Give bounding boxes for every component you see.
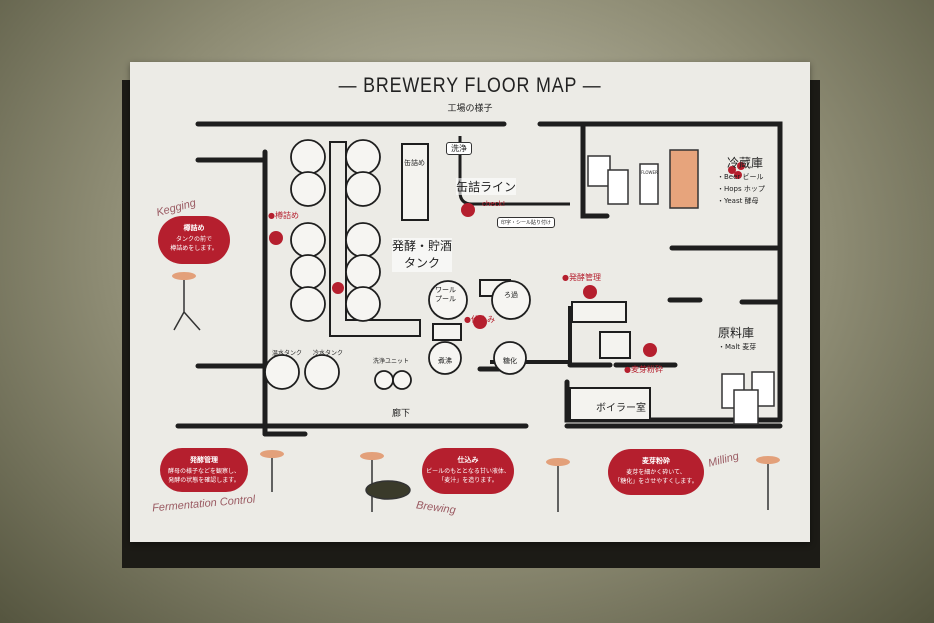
- wash-unit-label: 洗浄ユニット: [373, 358, 410, 365]
- bubble-line: 「麦汁」を造ります。: [438, 477, 498, 484]
- milling-marker: ●麦芽粉砕: [624, 365, 663, 374]
- mash-label: 糖化: [503, 357, 517, 365]
- bubble-line: 麦芽を細かく砕いて、: [626, 469, 686, 476]
- bubble-title: 発酵管理: [190, 456, 218, 464]
- brewing-marker: ●仕込み: [464, 315, 495, 324]
- bubble-title: 仕込み: [457, 456, 479, 464]
- fridge-item-hops: ・Hops ホップ: [717, 185, 765, 193]
- staff-markers: [269, 162, 745, 357]
- wash-label: 洗浄: [446, 142, 472, 155]
- milling-bubble: 麦芽粉砕麦芽を細かく砕いて、「糖化」をさせやすくします。: [608, 449, 704, 495]
- canning-line-label: 缶詰ライン: [456, 178, 517, 195]
- bubble-line: 発酵の状態を確認します。: [168, 477, 240, 484]
- bubble-line: 酵母の様子などを観察し、: [167, 468, 240, 475]
- boil-label: 煮沸: [438, 357, 452, 365]
- canning-label: 缶詰め: [404, 159, 425, 167]
- boiler-room-label: ボイラー室: [596, 403, 646, 414]
- fermentation-bubble: 発酵管理酵母の様子などを観察し、発酵の状態を確認します。: [160, 448, 248, 492]
- storage-item: ・Malt 麦芽: [718, 343, 757, 351]
- can-brand: FLOWER: [641, 170, 658, 175]
- page-title: — BREWERY FLOOR MAP —: [338, 74, 602, 97]
- hot-tank-label: 温水タンク: [272, 350, 303, 357]
- tanks-label-line: タンク: [404, 256, 441, 270]
- page-subtitle: 工場の様子: [447, 104, 493, 114]
- cold-tank-label: 冷水タンク: [313, 350, 344, 357]
- floor-map-board: — BREWERY FLOOR MAP — 工場の様子 洗浄 缶詰め 缶詰ライン…: [130, 62, 810, 542]
- print-label: 印字・シール貼り付け: [497, 217, 556, 228]
- bubble-line: 「糖化」をさせやすくします。: [614, 478, 698, 485]
- fermentation-marker: ●発酵管理: [562, 273, 601, 282]
- fridge-title: 冷蔵庫: [727, 156, 764, 170]
- whirlpool-line: ワール: [435, 286, 456, 294]
- kegging-bubble-line: 樽詰めをします。: [170, 245, 218, 252]
- filter-label: ろ過: [504, 291, 518, 299]
- tanks-label: 発酵・貯酒タンク: [392, 238, 453, 272]
- check-label: check!: [482, 200, 506, 208]
- whirlpool-line: プール: [435, 295, 456, 303]
- tanks-label-line: 発酵・貯酒: [392, 239, 453, 253]
- kegging-bubble: 樽詰めタンクの前で樽詰めをします。: [158, 216, 230, 264]
- fridge-item-yeast: ・Yeast 酵母: [717, 197, 759, 205]
- kegging-bubble-title: 樽詰め: [183, 224, 205, 232]
- corridor-label: 廊下: [392, 409, 411, 419]
- brewing-bubble: 仕込みビールのもととなる甘い液体、「麦汁」を造ります。: [422, 448, 514, 494]
- fridge-item-beer: ・Beer ビール: [717, 173, 764, 181]
- whirlpool-label: ワールプール: [435, 286, 456, 304]
- floor-plan-walls: [175, 121, 783, 437]
- storage-title: 原料庫: [718, 326, 755, 340]
- bubble-line: ビールのもととなる甘い液体、: [426, 468, 510, 475]
- kegging-marker: ●樽詰め: [268, 211, 299, 220]
- bubble-title: 麦芽粉砕: [642, 457, 670, 465]
- kegging-bubble-line: タンクの前で: [175, 236, 212, 243]
